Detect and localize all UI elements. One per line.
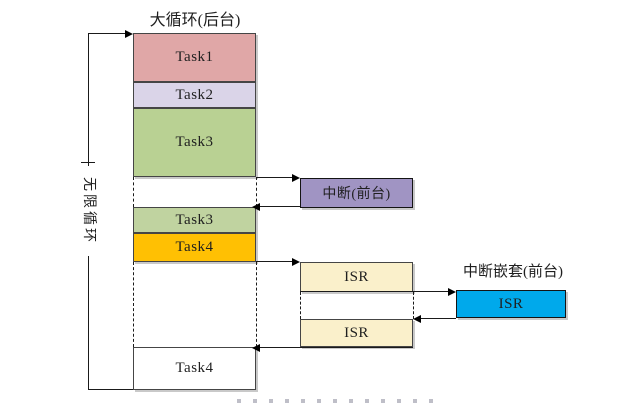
- loop-line-tick: [81, 162, 95, 163]
- task4-label: Task4: [175, 239, 214, 255]
- isr-left-dashed: [300, 292, 301, 319]
- arrow-interrupt-return-head-icon: [252, 203, 260, 211]
- task3-resume-block: Task3: [133, 207, 256, 233]
- isr2-block: ISR: [300, 319, 413, 347]
- loop-vertical-line-upper: [88, 33, 89, 166]
- arrow-nested-return-line: [421, 318, 456, 319]
- nested-isr-label: ISR: [498, 295, 524, 312]
- task1-label: Task1: [175, 49, 214, 65]
- task4-resume-label: Task4: [175, 360, 214, 376]
- arrow-nested-return-head-icon: [413, 315, 421, 323]
- nested-isr-block: ISR: [456, 290, 566, 318]
- cropped-caption-marks: [237, 399, 445, 403]
- arrow-task3-to-interrupt-line: [256, 177, 292, 178]
- arrow-isr-to-nested-head-icon: [448, 288, 456, 296]
- background-loop-title: 大循环(后台): [149, 12, 241, 29]
- arrow-isr2-return-line: [260, 347, 413, 348]
- arrow-isr-to-nested-line: [300, 291, 448, 292]
- interrupt-foreground-block: 中断(前台): [300, 178, 413, 208]
- isr1-label: ISR: [344, 268, 369, 285]
- isr-right-dashed: [413, 292, 414, 319]
- column-right-dashed-gap1: [256, 177, 257, 207]
- isr2-label: ISR: [344, 324, 369, 341]
- loop-top-line: [88, 33, 127, 34]
- column-left-dashed-gap2: [133, 262, 134, 347]
- interrupt-foreground-label: 中断(前台): [322, 187, 391, 202]
- task2-label: Task2: [175, 86, 214, 103]
- arrow-task3-to-interrupt-head-icon: [292, 174, 300, 182]
- nested-interrupt-label: 中断嵌套(前台): [463, 264, 563, 280]
- task3-resume-label: Task3: [175, 211, 214, 228]
- task2-block: Task2: [133, 82, 256, 108]
- task4-resume-block: Task4: [133, 347, 256, 390]
- task3-label: Task3: [175, 134, 214, 150]
- column-right-dashed-gap2: [256, 262, 257, 347]
- arrow-task4-to-isr-head-icon: [292, 258, 300, 266]
- loop-arrowhead-icon: [125, 30, 133, 38]
- task3-block: Task3: [133, 108, 256, 177]
- task4-block: Task4: [133, 233, 256, 262]
- arrow-interrupt-return-line: [260, 206, 300, 207]
- loop-vertical-line-lower: [88, 256, 89, 390]
- arrow-task4-to-isr-line: [256, 261, 292, 262]
- loop-bottom-line: [88, 389, 133, 390]
- column-left-dashed-gap1: [133, 177, 134, 207]
- arrow-isr2-return-head-icon: [252, 344, 260, 352]
- task1-block: Task1: [133, 33, 256, 82]
- isr1-block: ISR: [300, 262, 413, 292]
- infinite-loop-label: 无限循环: [80, 166, 96, 256]
